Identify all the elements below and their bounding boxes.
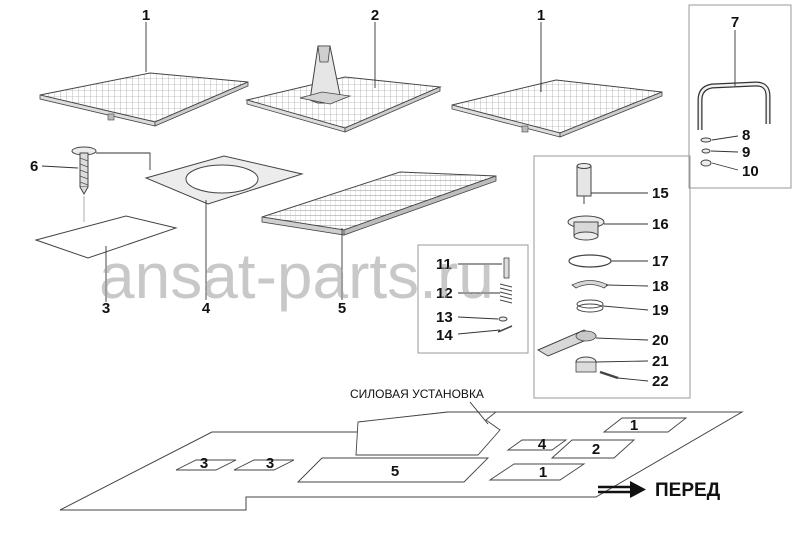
floor-panel-1-left (39, 72, 249, 127)
lock-detail-frame (533, 155, 691, 399)
callout-1b: 1 (537, 7, 545, 24)
callout-18: 18 (652, 278, 669, 295)
callout-14: 14 (436, 327, 453, 344)
callout-20: 20 (652, 332, 669, 349)
cover-sheet-3 (34, 215, 178, 259)
callout-19: 19 (652, 302, 669, 319)
plan-title: СИЛОВАЯ УСТАНОВКА (350, 387, 484, 401)
floor-panel-1-right (451, 79, 663, 138)
callout-3: 3 (102, 300, 110, 317)
grating-panel-5 (261, 171, 497, 236)
callout-13: 13 (436, 309, 453, 326)
plan-label-1-top: 1 (630, 417, 638, 434)
latch-detail-frame (417, 244, 529, 354)
plan-zone-1-bottom (488, 463, 586, 481)
callout-6: 6 (30, 158, 38, 175)
callout-22: 22 (652, 373, 669, 390)
plan-zone-3b (233, 459, 295, 471)
callout-12: 12 (436, 285, 453, 302)
leader-8 (711, 135, 739, 141)
callout-5: 5 (338, 300, 346, 317)
callout-17: 17 (652, 253, 669, 270)
plan-label-5: 5 (391, 463, 399, 480)
callout-4: 4 (202, 300, 211, 317)
plan-label-3a: 3 (200, 455, 208, 472)
plan-label-1-bottom: 1 (539, 464, 547, 481)
floor-panel-2-with-bracket (245, 45, 442, 133)
callout-16: 16 (652, 216, 669, 233)
leader-13 (457, 316, 499, 320)
callout-9: 9 (742, 144, 750, 161)
callout-10: 10 (742, 163, 759, 180)
flange-plate-4 (144, 155, 304, 205)
plan-title-leader (469, 401, 489, 425)
lock-assembly-parts (536, 163, 619, 380)
screw-to-plate-line (96, 152, 151, 170)
plan-label-3b: 3 (266, 455, 274, 472)
callout-21: 21 (652, 353, 669, 370)
plan-engine-bay (355, 411, 501, 456)
plan-label-4: 4 (538, 436, 547, 453)
leader-6 (41, 165, 79, 169)
leader-21 (595, 360, 649, 363)
leader-18 (605, 284, 649, 287)
plan-zone-5 (296, 457, 490, 483)
plan-zone-1-top (602, 417, 688, 433)
leader-22 (617, 377, 649, 382)
leader-14 (457, 329, 501, 335)
plan-zone-2 (550, 439, 636, 459)
callout-7: 7 (731, 14, 739, 31)
leader-10 (711, 162, 739, 171)
handle-detail-frame (688, 4, 792, 189)
latch-pin-parts (497, 257, 513, 333)
forward-arrow-icon (598, 481, 646, 498)
handle-assembly (697, 81, 771, 167)
watermark: ansat-parts.ru (99, 240, 494, 312)
plan-zone-4 (506, 439, 568, 451)
floor-layout-plan: 3 3 5 4 2 1 1 (59, 411, 744, 511)
direction-label: ПЕРЕД (655, 480, 721, 501)
screw-6 (71, 146, 97, 196)
callout-15: 15 (652, 185, 669, 202)
callout-2: 2 (371, 7, 379, 24)
callout-1a: 1 (142, 7, 150, 24)
leader-20 (595, 337, 649, 341)
plan-label-2: 2 (592, 441, 600, 458)
callout-8: 8 (742, 127, 750, 144)
leader-19 (602, 305, 649, 311)
leader-9 (710, 150, 739, 153)
plan-zone-3a (175, 459, 237, 471)
callout-11: 11 (436, 256, 452, 273)
